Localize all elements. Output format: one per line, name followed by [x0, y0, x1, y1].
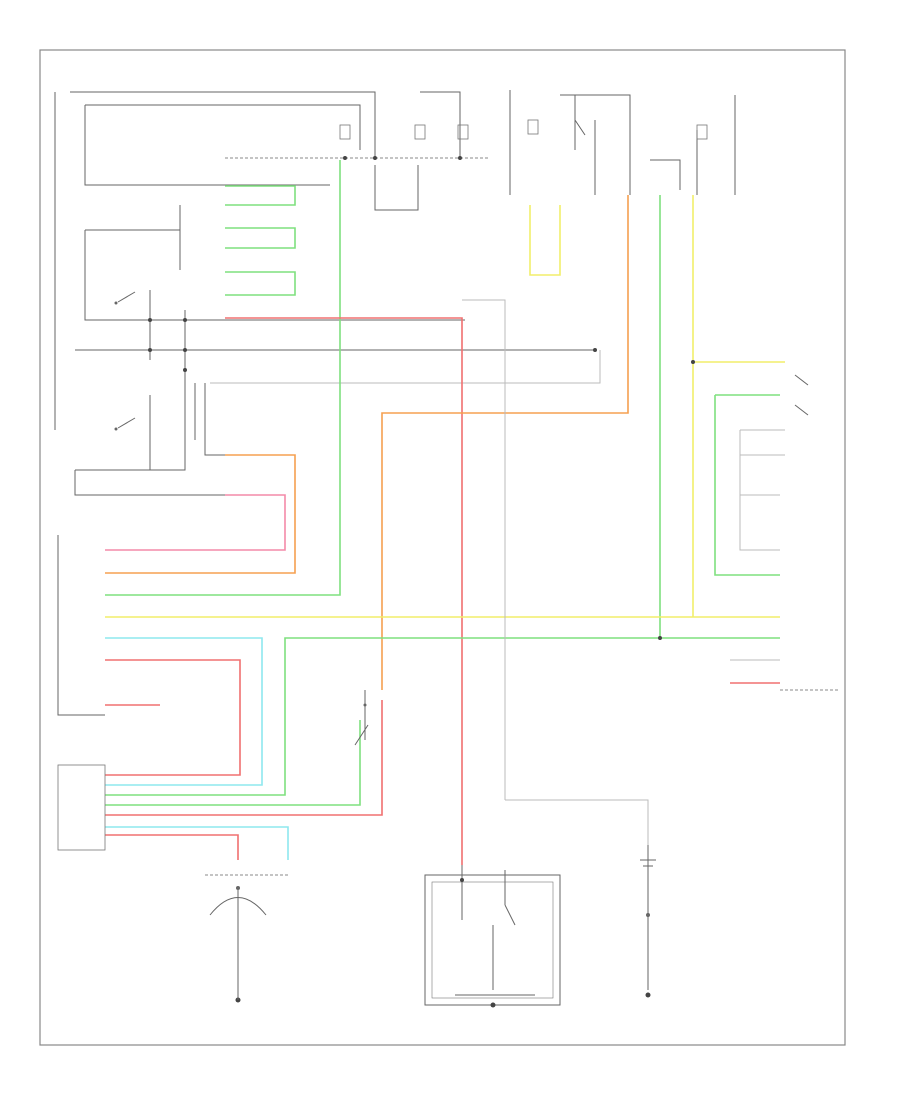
- fuse-right: [696, 124, 708, 140]
- starter: [424, 865, 561, 1008]
- ecm-lower: [57, 764, 106, 851]
- transmission-range-switch: [205, 874, 290, 985]
- left-relay-bus: [74, 205, 601, 496]
- ground-left: [235, 985, 241, 1003]
- top-power-bus: [54, 90, 736, 430]
- wire-yellow: [105, 195, 785, 618]
- battery-sensor: [646, 913, 650, 917]
- diagram-frame: [39, 49, 846, 1046]
- wire-gray: [462, 299, 785, 845]
- battery: [640, 845, 656, 990]
- clutch-interlock-switch: [354, 690, 369, 746]
- wire-green-top: [105, 160, 780, 640]
- ecm-pcm: [57, 535, 105, 716]
- starter-cut-relay-1: [114, 291, 136, 305]
- right-switches: [658, 360, 809, 640]
- ground-right: [645, 992, 651, 998]
- fuse-left: [339, 124, 351, 140]
- top-bus-junctions: [343, 156, 462, 160]
- wire-red: [105, 317, 780, 865]
- starter-relay: [527, 119, 586, 136]
- wire-cyan: [105, 637, 289, 860]
- wire-green-lower: [105, 637, 780, 806]
- starter-cut-relay-2: [114, 417, 136, 431]
- wire-pink: [105, 494, 286, 551]
- wire-orange: [105, 195, 629, 690]
- fuse-mid: [414, 124, 469, 140]
